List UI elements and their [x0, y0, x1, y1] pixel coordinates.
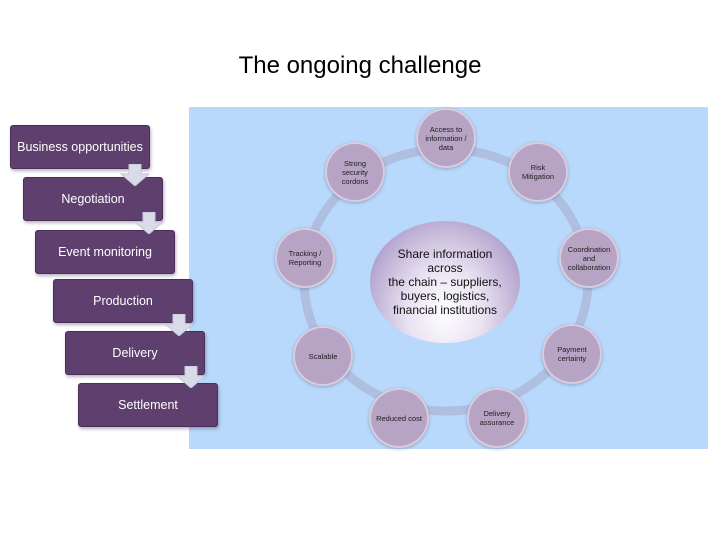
node-coordination: Coordination and collaboration [559, 228, 619, 288]
step-production: Production [53, 279, 193, 323]
node-scalable: Scalable [293, 326, 353, 386]
node-delivery-assurance: Delivery assurance [467, 388, 527, 448]
step-negotiation: Negotiation [23, 177, 163, 221]
step-delivery: Delivery [65, 331, 205, 375]
step-event-monitoring: Event monitoring [35, 230, 175, 274]
down-arrow-icon [134, 212, 164, 234]
down-arrow-icon [120, 164, 150, 186]
step-business-opportunities: Business opportunities [10, 125, 150, 169]
page-title: The ongoing challenge [238, 52, 482, 79]
down-arrow-icon [164, 314, 194, 336]
node-reduced-cost: Reduced cost [369, 388, 429, 448]
step-settlement: Settlement [78, 383, 218, 427]
node-access-to-information: Access to information / data [416, 108, 476, 168]
node-risk-mitigation: Risk Mitigation [508, 142, 568, 202]
node-strong-security: Strong security cordons [325, 142, 385, 202]
node-tracking-reporting: Tracking / Reporting [275, 228, 335, 288]
down-arrow-icon [176, 366, 206, 388]
node-payment-certainty: Payment certainty [542, 324, 602, 384]
center-hub: Share information across the chain – sup… [370, 221, 520, 343]
